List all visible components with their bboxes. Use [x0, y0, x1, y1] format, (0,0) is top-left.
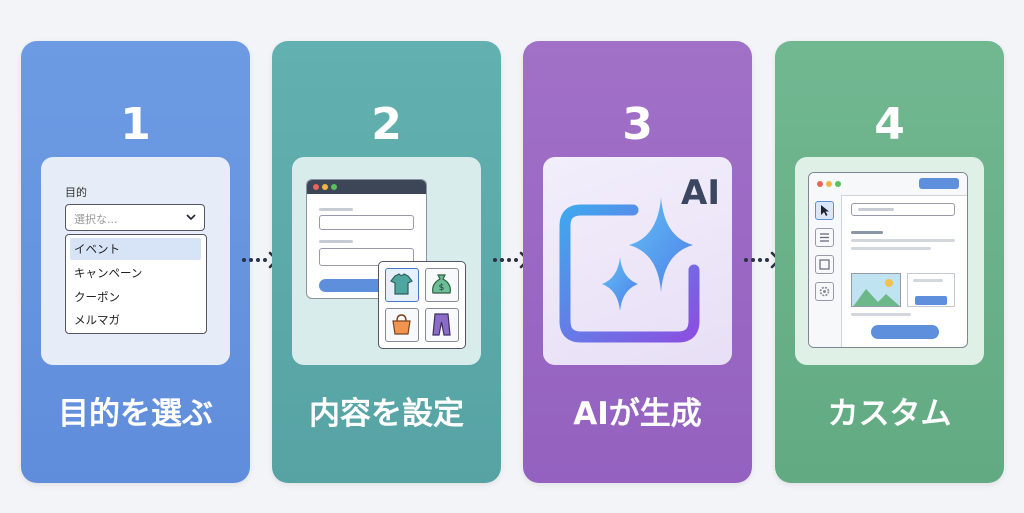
editor-window — [808, 172, 968, 348]
shopping-bag-icon — [385, 308, 419, 342]
money-bag-icon: $ — [425, 268, 459, 302]
step-card-4: 4 — [775, 41, 1004, 483]
browser-form-with-product-grid-icon: $ — [292, 157, 481, 365]
step-number: 3 — [622, 99, 653, 150]
step-title: AIが生成 — [573, 396, 702, 432]
step-title: カスタム — [827, 396, 952, 432]
step-card-3: 3 AI AIが生成 — [523, 41, 752, 483]
option-item: キャンペーン — [74, 266, 143, 280]
step-number: 4 — [874, 99, 905, 150]
step-title: 目的を選ぶ — [58, 396, 213, 432]
step-number: 2 — [371, 99, 402, 150]
chevron-down-icon — [186, 214, 196, 221]
purpose-field-label: 目的 — [65, 186, 87, 199]
image-thumbnail-icon — [851, 273, 901, 307]
option-item: メルマガ — [74, 313, 120, 327]
step-card-2: 2 $ 内 — [272, 41, 501, 483]
options-list: イベント キャンペーン クーポン メルマガ — [65, 234, 207, 334]
image-frame-icon — [819, 259, 830, 270]
step-title: 内容を設定 — [309, 396, 464, 432]
cursor-icon — [821, 205, 829, 216]
dropdown-form-icon: 目的 選択な... イベント キャンペーン クーポン メルマガ — [41, 157, 230, 365]
ai-badge: AI — [681, 173, 720, 213]
option-item: イベント — [70, 238, 201, 260]
select-placeholder: 選択な... — [74, 213, 118, 226]
browser-window — [306, 179, 427, 299]
tshirt-icon — [385, 268, 419, 302]
text-lines-icon — [820, 233, 829, 242]
svg-text:$: $ — [439, 283, 445, 293]
ai-sparkle-icon: AI — [543, 157, 732, 365]
editor-window-icon — [795, 157, 984, 365]
gear-icon — [819, 286, 830, 297]
purpose-select: 選択な... — [65, 204, 205, 231]
pants-icon — [425, 308, 459, 342]
step-card-1: 1 目的 選択な... イベント キャンペーン クーポン メルマガ 目的を選ぶ — [21, 41, 250, 483]
product-grid: $ — [378, 261, 466, 349]
step-number: 1 — [120, 99, 151, 150]
option-item: クーポン — [74, 290, 120, 304]
